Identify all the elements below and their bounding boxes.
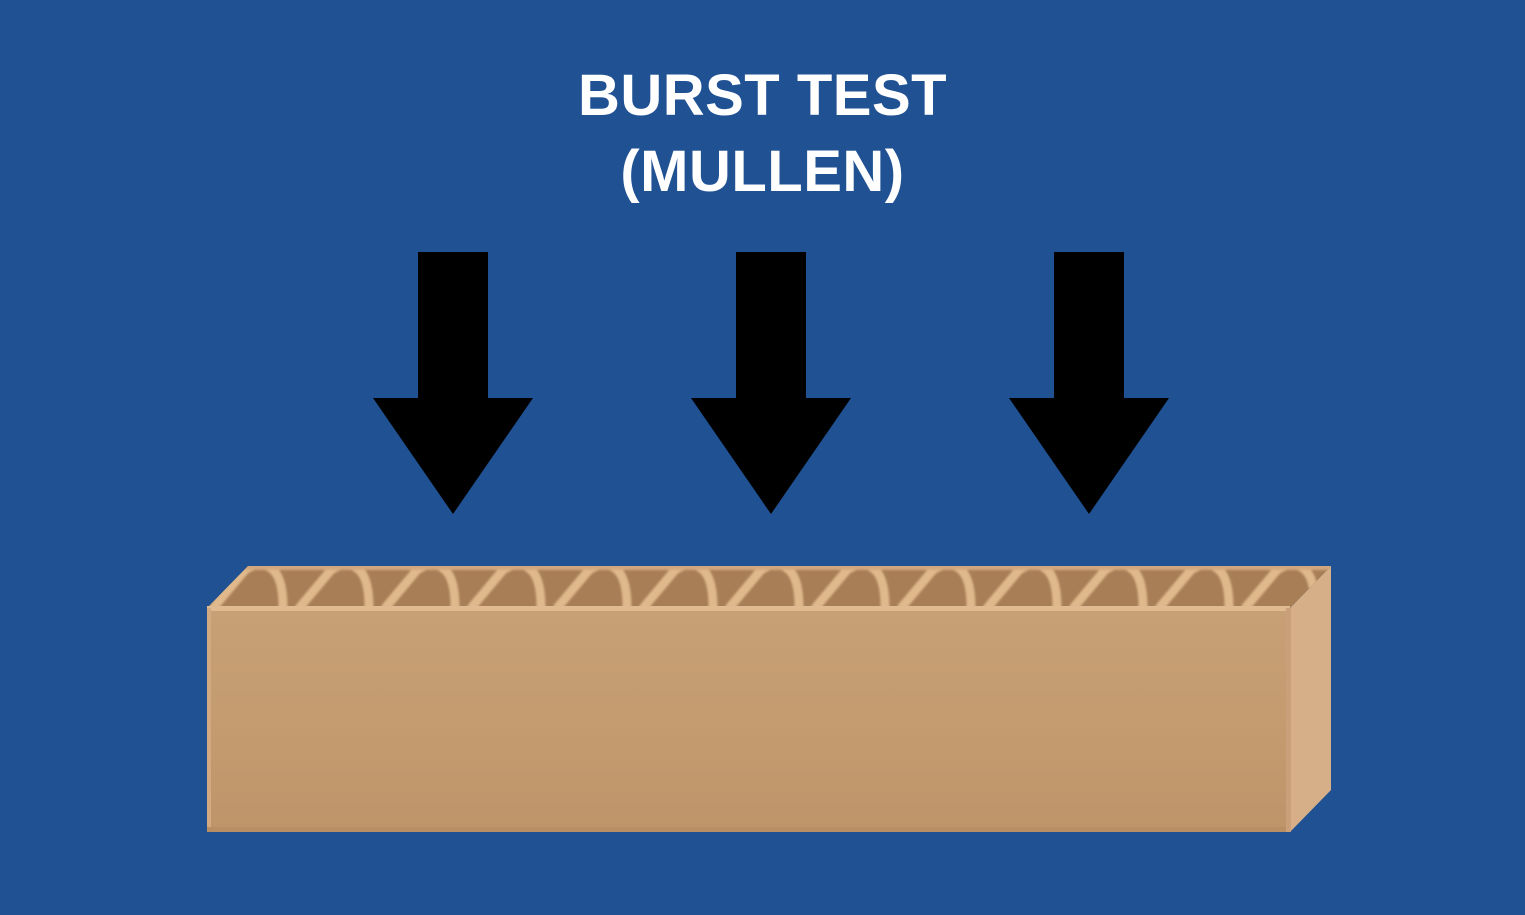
down-arrow-icon: [1009, 252, 1169, 514]
down-arrow-icon: [373, 252, 533, 514]
slab-front-left-edge: [207, 608, 211, 832]
slab-right-side-face: [1290, 566, 1331, 832]
flute-back-liner: [207, 566, 1331, 570]
force-arrow-right: [1009, 252, 1169, 514]
down-arrow-icon: [691, 252, 851, 514]
slab-front-bottom-edge: [207, 827, 1290, 832]
slab-right-edge: [1286, 608, 1291, 832]
force-arrow-center: [691, 252, 851, 514]
flute-group: [207, 566, 1331, 608]
slab-front-top-edge: [207, 606, 1290, 611]
slab-front-face: [207, 608, 1290, 832]
force-arrow-left: [373, 252, 533, 514]
